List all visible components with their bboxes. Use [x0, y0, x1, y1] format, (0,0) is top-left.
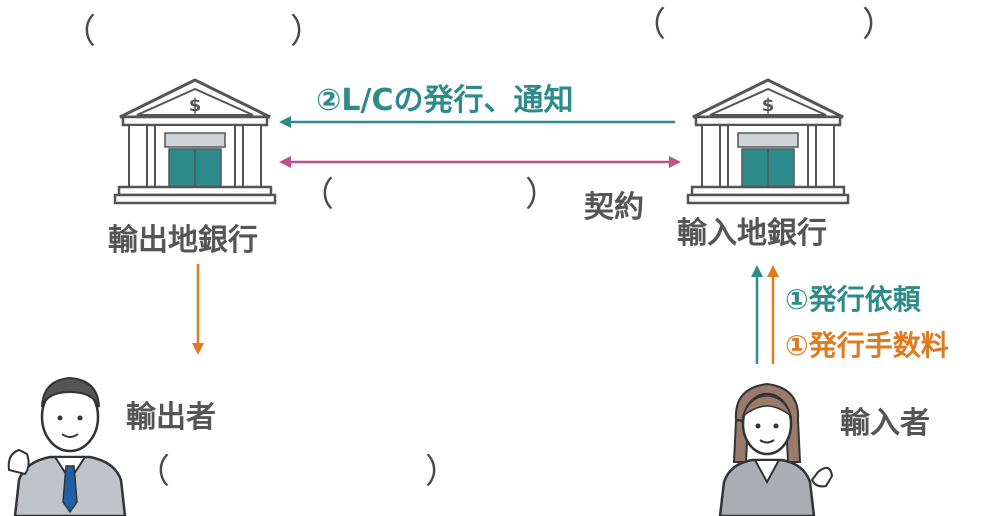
exporter-label: 輸出者 — [126, 400, 216, 435]
request-label: ①発行依頼 — [785, 283, 921, 316]
import-bank-label: 輸入地銀行 — [677, 216, 827, 251]
contract-arrow — [279, 156, 681, 168]
bank-icon: $ — [113, 78, 277, 205]
bank-icon: $ — [686, 78, 850, 205]
blank-paren-close-top-right: ） — [862, 5, 896, 45]
blank-paren-close-top-left: ） — [290, 12, 324, 52]
lc-issue-label: ②L/Cの発行、通知 — [316, 83, 574, 118]
fee-arrow-up — [767, 265, 779, 364]
businesswoman-icon — [718, 382, 834, 516]
importer-label: 輸入者 — [840, 406, 930, 441]
fee-label: ①発行手数料 — [785, 329, 949, 362]
request-arrow-up — [751, 265, 763, 364]
payment-arrow-down — [192, 264, 204, 355]
blank-paren-close-exporter: ） — [425, 452, 459, 492]
blank-paren-open-top-right: （ — [632, 5, 666, 45]
businessman-icon — [7, 376, 127, 516]
export-bank-label: 輸出地銀行 — [108, 223, 258, 258]
blank-paren-open-exporter: （ — [136, 452, 170, 492]
blank-paren-close-contract: ） — [525, 175, 559, 215]
blank-paren-open-top-left: （ — [62, 12, 96, 52]
contract-label: 契約 — [584, 190, 644, 225]
dollar-sign: $ — [189, 95, 202, 116]
blank-paren-open-contract: （ — [300, 175, 334, 215]
lc-arrow — [279, 116, 675, 128]
dollar-sign: $ — [762, 95, 775, 116]
